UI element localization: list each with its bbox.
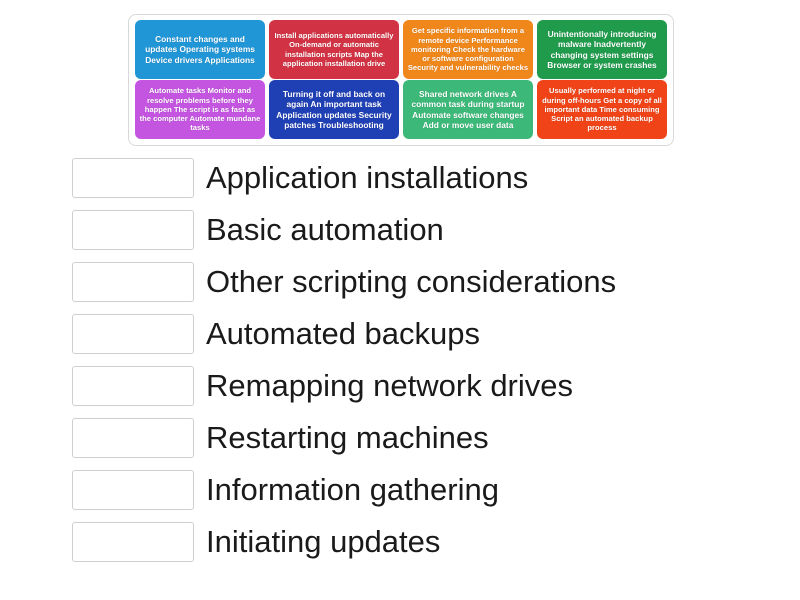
tile-turning-it-off-and-back-on[interactable]: Turning it off and back on again An impo…	[269, 80, 399, 139]
tile-constant-changes-updates[interactable]: Constant changes and updates Operating s…	[135, 20, 265, 79]
tile-install-applications[interactable]: Install applications automatically On-de…	[269, 20, 399, 79]
answer-label: Restarting machines	[206, 420, 489, 455]
tile-shared-network-drives[interactable]: Shared network drives A common task duri…	[403, 80, 533, 139]
tile-row-2: Automate tasks Monitor and resolve probl…	[135, 80, 667, 140]
tile-label: Turning it off and back on again An impo…	[276, 89, 392, 130]
answer-row: Information gathering	[0, 464, 800, 516]
tile-label: Unintentionally introducing malware Inad…	[547, 29, 657, 70]
tile-label: Shared network drives A common task duri…	[411, 89, 525, 130]
answer-label: Automated backups	[206, 316, 481, 351]
answer-row: Restarting machines	[0, 412, 800, 464]
tile-usually-performed-at-night[interactable]: Usually performed at night or during off…	[537, 80, 667, 139]
answer-label: Application installations	[206, 160, 529, 195]
tile-row-1: Constant changes and updates Operating s…	[135, 20, 667, 80]
answer-row: Initiating updates	[0, 516, 800, 568]
drop-target-information-gathering[interactable]	[72, 470, 194, 510]
drop-target-remapping-network-drives[interactable]	[72, 366, 194, 406]
tile-label: Usually performed at night or during off…	[542, 86, 662, 133]
answer-row: Other scripting considerations	[0, 256, 800, 308]
answer-label: Other scripting considerations	[206, 264, 617, 299]
answer-row: Automated backups	[0, 308, 800, 360]
answer-label: Initiating updates	[206, 524, 441, 559]
answer-label: Remapping network drives	[206, 368, 574, 403]
tile-label: Constant changes and updates Operating s…	[145, 34, 255, 65]
drop-target-automated-backups[interactable]	[72, 314, 194, 354]
answer-row: Application installations	[0, 152, 800, 204]
answer-label: Basic automation	[206, 212, 444, 247]
tile-bank-panel: Constant changes and updates Operating s…	[128, 14, 674, 146]
tile-label: Get specific information from a remote d…	[407, 26, 529, 73]
drop-target-application-installations[interactable]	[72, 158, 194, 198]
tile-automate-tasks[interactable]: Automate tasks Monitor and resolve probl…	[135, 80, 265, 139]
answer-list: Application installations Basic automati…	[0, 152, 800, 568]
drop-target-basic-automation[interactable]	[72, 210, 194, 250]
answer-row: Remapping network drives	[0, 360, 800, 412]
drop-target-other-scripting-considerations[interactable]	[72, 262, 194, 302]
answer-label: Information gathering	[206, 472, 499, 507]
tile-label: Install applications automatically On-de…	[274, 30, 394, 68]
tile-unintentionally-introducing-malware[interactable]: Unintentionally introducing malware Inad…	[537, 20, 667, 79]
answer-row: Basic automation	[0, 204, 800, 256]
tile-label: Automate tasks Monitor and resolve probl…	[139, 86, 261, 133]
tile-get-specific-information[interactable]: Get specific information from a remote d…	[403, 20, 533, 79]
drop-target-restarting-machines[interactable]	[72, 418, 194, 458]
drop-target-initiating-updates[interactable]	[72, 522, 194, 562]
